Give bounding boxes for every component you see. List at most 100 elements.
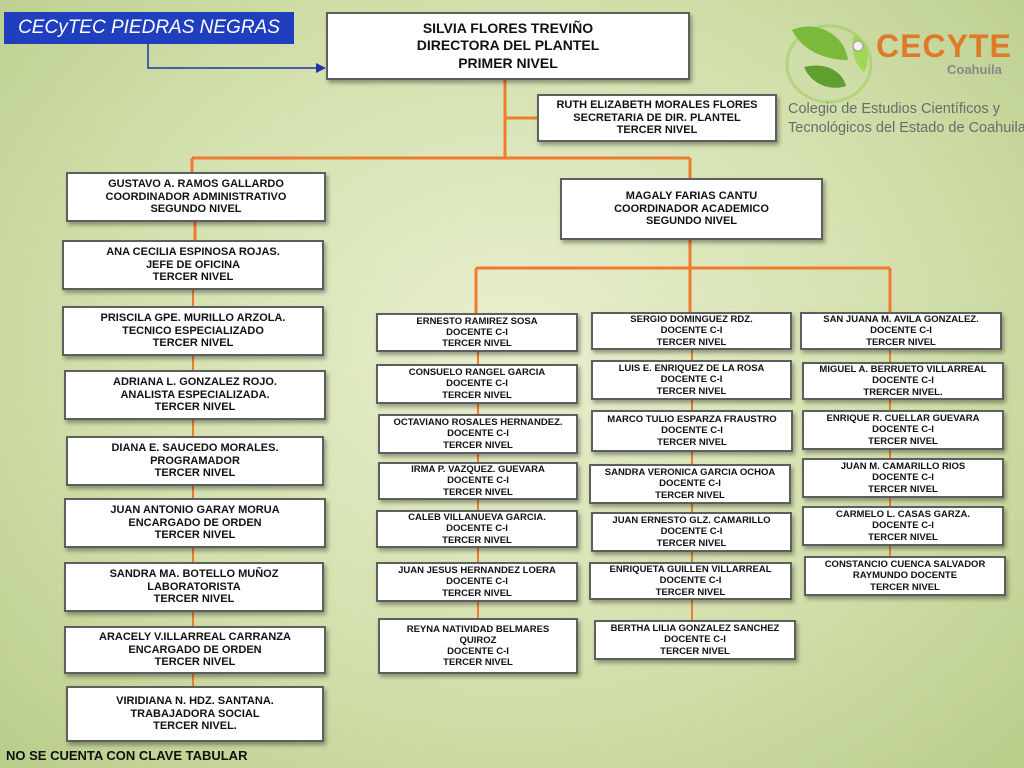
teacher-name: REYNA NATIVIDAD BELMARES — [406, 623, 550, 635]
secretary-name: RUTH ELIZABETH MORALES FLORES — [556, 98, 758, 111]
teacher-level: TERCER NIVEL — [443, 486, 513, 498]
staff-box: DIANA E. SAUCEDO MORALES. PROGRAMADOR TE… — [66, 436, 324, 486]
staff-level: TERCER NIVEL — [152, 271, 234, 284]
teacher-box: MARCO TULIO ESPARZA FRAUSTRO DOCENTE C-I… — [591, 410, 793, 452]
teacher-level: TERCER NIVEL — [442, 587, 512, 599]
teacher-title: DOCENTE C-I — [872, 424, 934, 436]
teacher-name-cont: QUIROZ — [459, 634, 497, 646]
teacher-name: ENRIQUE R. CUELLAR GUEVARA — [826, 413, 980, 425]
teacher-name: IRMA P. VAZQUEZ. GUEVARA — [411, 464, 545, 476]
staff-box: SANDRA MA. BOTELLO MUÑOZ LABORATORISTA T… — [64, 562, 324, 612]
teacher-name: SANDRA VERONICA GARCIA OCHOA — [604, 467, 776, 479]
staff-title: ANALISTA ESPECIALIZADA. — [120, 388, 270, 401]
teacher-name: MARCO TULIO ESPARZA FRAUSTRO — [607, 414, 777, 426]
teacher-box: CONSUELO RANGEL GARCIA DOCENTE C-I TERCE… — [376, 364, 578, 404]
staff-name: DIANA E. SAUCEDO MORALES. — [111, 441, 279, 454]
teacher-title: DOCENTE C-I — [447, 428, 509, 440]
teacher-title: DOCENTE C-I — [660, 374, 723, 386]
teacher-level: TERCER NIVEL — [868, 483, 938, 495]
teacher-level: TERCER NIVEL — [442, 534, 512, 546]
academic-coordinator-level: SEGUNDO NIVEL — [645, 215, 738, 228]
teacher-box: JUAN JESUS HERNANDEZ LOERA DOCENTE C-I T… — [376, 562, 578, 602]
teacher-title: DOCENTE C-I — [872, 472, 934, 484]
teacher-title: DOCENTE C-I — [660, 325, 723, 337]
logo-description: Colegio de Estudios Científicos y Tecnol… — [788, 100, 1024, 138]
staff-name: ANA CECILIA ESPINOSA ROJAS. — [106, 245, 280, 258]
teacher-title: DOCENTE C-I — [872, 520, 934, 532]
teacher-title: DOCENTE C-I — [446, 576, 508, 588]
secretary-box: RUTH ELIZABETH MORALES FLORES SECRETARIA… — [537, 94, 777, 142]
staff-level: TERCER NIVEL. — [153, 720, 237, 733]
staff-name: VIRIDIANA N. HDZ. SANTANA. — [116, 694, 274, 707]
teacher-name: BERTHA LILIA GONZALEZ SANCHEZ — [610, 623, 780, 635]
teacher-level: TERCER NIVEL — [657, 436, 727, 448]
teacher-level: TERCER NIVEL — [868, 531, 938, 543]
admin-coordinator-title: COORDINADOR ADMINISTRATIVO — [105, 190, 287, 203]
teacher-name: ERNESTO RAMIREZ SOSA — [416, 315, 538, 327]
teacher-name: SAN JUANA M. AVILA GONZALEZ. — [823, 314, 979, 326]
teacher-box: MIGUEL A. BERRUETO VILLARREAL DOCENTE C-… — [802, 362, 1004, 400]
connector-lines — [190, 80, 892, 313]
teacher-title: DOCENTE C-I — [446, 326, 508, 338]
teacher-title: DOCENTE C-I — [660, 526, 723, 538]
teacher-box: LUIS E. ENRIQUEZ DE LA ROSA DOCENTE C-I … — [591, 360, 792, 400]
teacher-name: CARMELO L. CASAS GARZA. — [835, 509, 971, 521]
staff-level: TERCER NIVEL — [154, 656, 236, 669]
teacher-box: CARMELO L. CASAS GARZA. DOCENTE C-I TERC… — [802, 506, 1004, 546]
teacher-box: OCTAVIANO ROSALES HERNANDEZ. DOCENTE C-I… — [378, 414, 578, 454]
staff-level: TERCER NIVEL — [153, 593, 235, 606]
staff-box: ARACELY V.ILLARREAL CARRANZA ENCARGADO D… — [64, 626, 326, 674]
admin-coordinator-box: GUSTAVO A. RAMOS GALLARDO COORDINADOR AD… — [66, 172, 326, 222]
staff-title: ENCARGADO DE ORDEN — [128, 643, 262, 656]
teacher-title: DOCENTE C-I — [447, 475, 509, 487]
teacher-name: JUAN JESUS HERNANDEZ LOERA — [398, 565, 556, 577]
teacher-title: DOCENTE C-I — [664, 634, 726, 646]
teacher-level: TRERCER NIVEL. — [863, 386, 943, 398]
connector-ticks — [192, 290, 891, 688]
teacher-name: JUAN ERNESTO GLZ. CAMARILLO — [612, 515, 771, 527]
title-arrow — [147, 44, 326, 73]
teacher-title: DOCENTE C-I — [870, 325, 932, 337]
teacher-title: DOCENTE C-I — [659, 478, 721, 490]
staff-level: TERCER NIVEL — [152, 337, 234, 350]
teacher-level: TERCER NIVEL — [660, 645, 730, 657]
logo-desc-line-1: Colegio de Estudios Científicos y — [788, 101, 1000, 117]
staff-name: PRISCILA GPE. MURILLO ARZOLA. — [100, 311, 286, 324]
teacher-level: TERCER NIVEL — [655, 586, 726, 598]
staff-name: SANDRA MA. BOTELLO MUÑOZ — [109, 567, 279, 580]
teacher-level: TERCER NIVEL — [442, 389, 512, 401]
director-box: SILVIA FLORES TREVIÑO DIRECTORA DEL PLAN… — [326, 12, 690, 80]
teacher-title: RAYMUNDO DOCENTE — [852, 570, 958, 582]
teacher-box: JUAN M. CAMARILLO RIOS DOCENTE C-I TERCE… — [802, 458, 1004, 498]
footer-note: NO SE CUENTA CON CLAVE TABULAR — [6, 748, 248, 763]
teacher-title: DOCENTE C-I — [446, 523, 508, 535]
teacher-name: ENRIQUETA GUILLEN VILLARREAL — [609, 564, 772, 576]
teacher-title: DOCENTE C-I — [447, 646, 509, 657]
staff-level: TERCER NIVEL — [154, 529, 236, 542]
teacher-title: DOCENTE C-I — [661, 425, 723, 437]
staff-box: PRISCILA GPE. MURILLO ARZOLA. TECNICO ES… — [62, 306, 324, 356]
teacher-box: ERNESTO RAMIREZ SOSA DOCENTE C-I TERCER … — [376, 313, 578, 352]
teacher-level: TERCER NIVEL — [443, 439, 513, 451]
academic-coordinator-name: MAGALY FARIAS CANTU — [625, 189, 758, 202]
staff-box: ADRIANA L. GONZALEZ ROJO. ANALISTA ESPEC… — [64, 370, 326, 420]
staff-level: TERCER NIVEL — [154, 467, 236, 480]
teacher-level: TERCER NIVEL — [442, 338, 512, 350]
teacher-box: SAN JUANA M. AVILA GONZALEZ. DOCENTE C-I… — [800, 312, 1002, 350]
teacher-name: LUIS E. ENRIQUEZ DE LA ROSA — [618, 363, 765, 375]
teacher-title: DOCENTE C-I — [446, 378, 508, 390]
academic-coordinator-title: COORDINADOR ACADEMICO — [614, 202, 769, 215]
teacher-level: TERCER NIVEL — [868, 435, 938, 447]
staff-title: TRABAJADORA SOCIAL — [130, 707, 260, 720]
staff-box: VIRIDIANA N. HDZ. SANTANA. TRABAJADORA S… — [66, 686, 324, 742]
admin-coordinator-name: GUSTAVO A. RAMOS GALLARDO — [108, 177, 284, 190]
director-name: SILVIA FLORES TREVIÑO — [422, 19, 594, 36]
admin-coordinator-level: SEGUNDO NIVEL — [150, 203, 242, 216]
teacher-name: OCTAVIANO ROSALES HERNANDEZ. — [393, 417, 563, 429]
staff-title: TECNICO ESPECIALIZADO — [122, 324, 264, 337]
secretary-level: TERCER NIVEL — [616, 124, 698, 137]
cecyte-logo-icon — [785, 24, 873, 104]
teacher-level: TERCER NIVEL — [656, 336, 727, 348]
school-title-badge: CECyTEC PIEDRAS NEGRAS — [4, 12, 294, 44]
teacher-level: TERCER NIVEL — [656, 385, 727, 397]
